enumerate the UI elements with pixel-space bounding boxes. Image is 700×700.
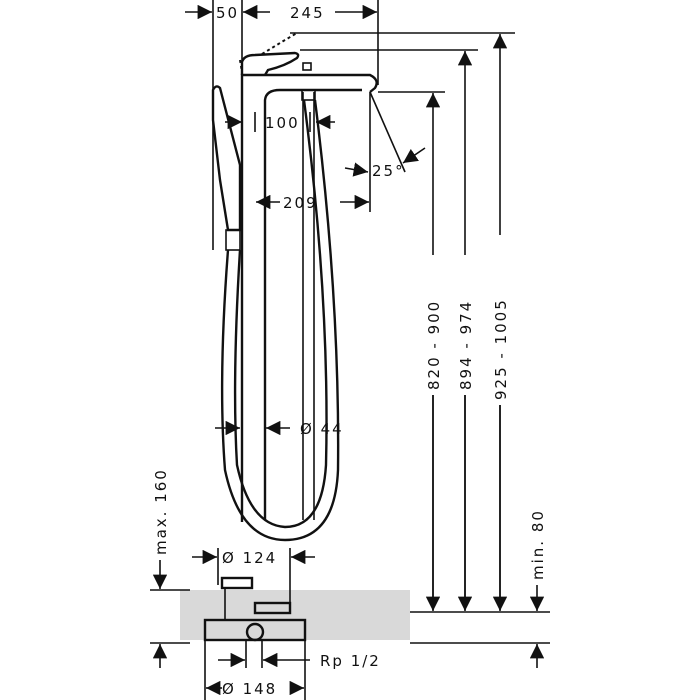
- dim-209: 209: [283, 194, 318, 212]
- floor-section: [180, 590, 410, 640]
- dim-lever-raised-height: 925 - 1005: [492, 298, 510, 400]
- dim-max-160: max. 160: [152, 468, 170, 555]
- dim-diameter-124: Ø 124: [222, 549, 277, 567]
- dim-100: 100: [265, 114, 300, 132]
- dim-spout-height: 820 - 900: [425, 300, 443, 390]
- dim-min-80: min. 80: [529, 509, 547, 580]
- dim-diameter-44: Ø 44: [300, 420, 344, 438]
- dim-50: 50: [216, 4, 239, 22]
- dim-245: 245: [290, 4, 325, 22]
- dim-angle: 25°: [372, 162, 405, 180]
- faucet-body: [203, 32, 378, 642]
- dim-handle-height: 894 - 974: [457, 300, 475, 390]
- dim-connection: Rp 1/2: [320, 652, 381, 670]
- dim-diameter-148: Ø 148: [222, 680, 277, 698]
